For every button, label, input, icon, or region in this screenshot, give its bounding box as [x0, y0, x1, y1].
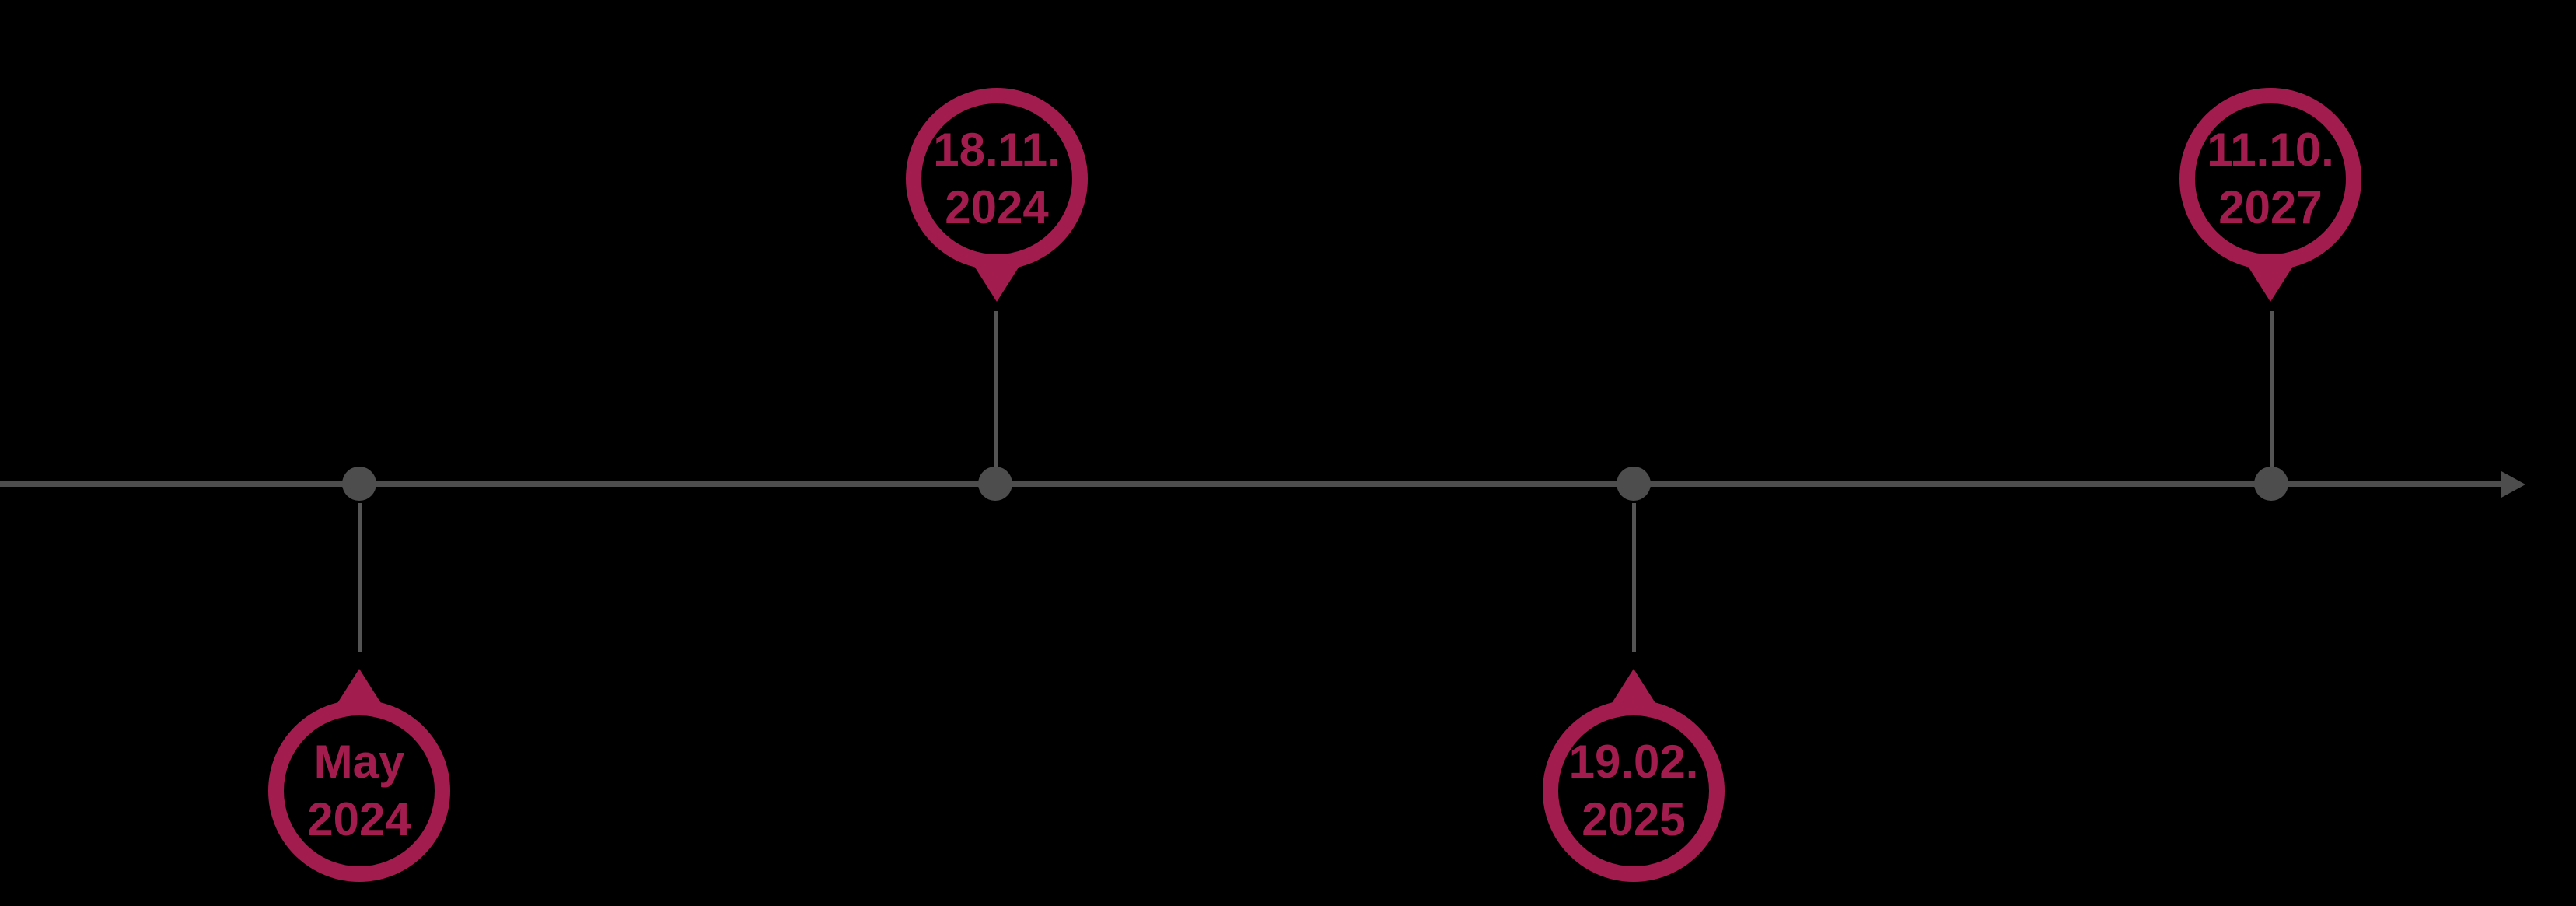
- event-badge: May 2024: [268, 669, 450, 882]
- event-badge-ring: 19.02. 2025: [1543, 700, 1725, 882]
- event-badge-ring: 18.11. 2024: [906, 88, 1088, 270]
- event-date-line1: 11.10.: [2207, 124, 2334, 176]
- timeline-dot: [978, 467, 1012, 501]
- timeline-dot: [342, 467, 376, 501]
- timeline-arrowhead-icon: [2501, 471, 2525, 498]
- event-badge: 19.02. 2025: [1543, 669, 1725, 882]
- event-date-line1: 19.02.: [1568, 736, 1699, 788]
- event-badge-ring: May 2024: [268, 700, 450, 882]
- event-badge: 18.11. 2024: [906, 88, 1088, 302]
- event-connector: [994, 311, 998, 467]
- event-date-line1: May: [313, 736, 405, 788]
- timeline-axis: [0, 481, 2505, 487]
- event-date-line2: 2024: [307, 793, 411, 845]
- event-badge-ring: 11.10. 2027: [2179, 88, 2361, 270]
- timeline-dot: [1617, 467, 1651, 501]
- event-connector: [358, 503, 362, 652]
- event-date-line2: 2025: [1582, 793, 1686, 845]
- timeline-dot: [2254, 467, 2288, 501]
- event-connector: [1632, 503, 1636, 652]
- event-date-line2: 2024: [945, 181, 1049, 233]
- event-date-line1: 18.11.: [933, 124, 1061, 176]
- event-connector: [2270, 311, 2274, 467]
- event-date-line2: 2027: [2218, 181, 2323, 233]
- event-badge: 11.10. 2027: [2179, 88, 2361, 302]
